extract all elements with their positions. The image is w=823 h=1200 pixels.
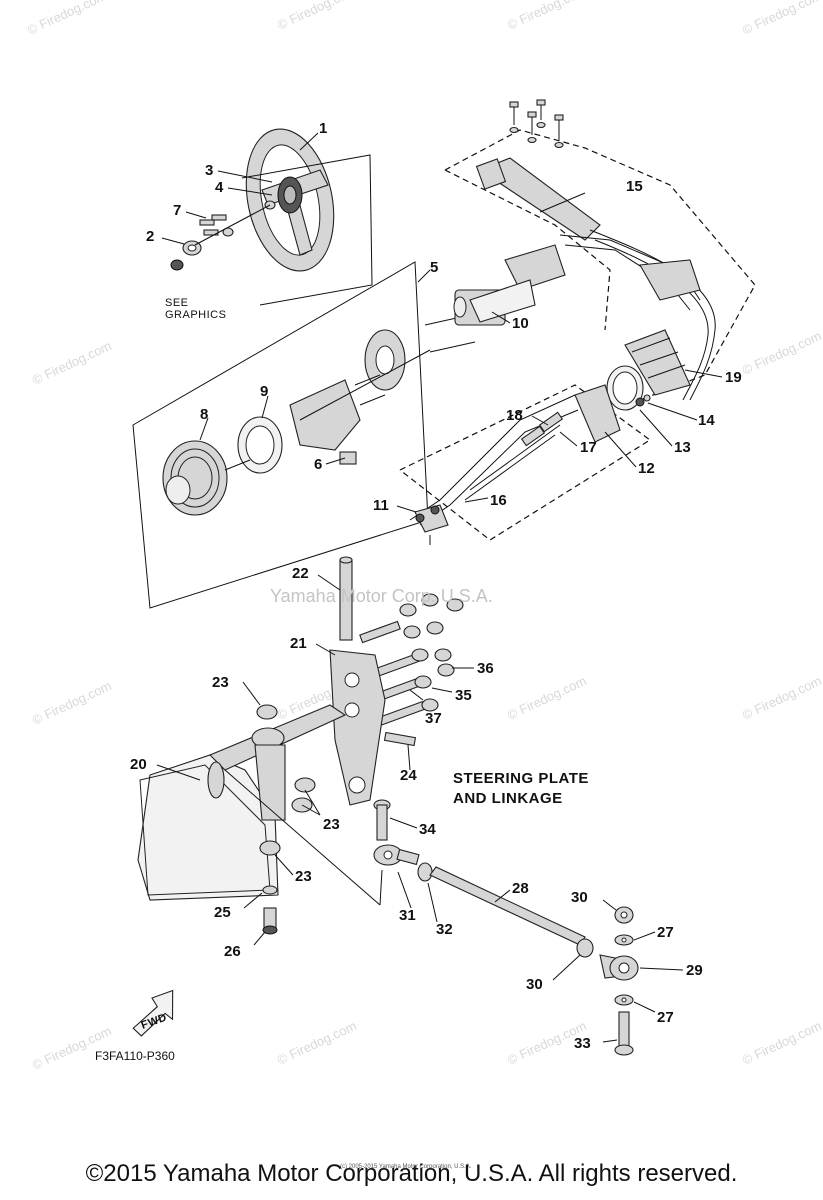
callout-23-a: 23 (212, 674, 229, 691)
watermark: © Firedog.com (30, 338, 114, 388)
cable-rod-end (414, 504, 449, 545)
callout-9: 9 (260, 383, 268, 400)
top-bolts (509, 99, 564, 149)
tiny-credit: (c) 2005-2015 Yamaha Motor Corporation, … (340, 1164, 472, 1170)
nut-30 (614, 906, 634, 924)
callout-30-a: 30 (571, 889, 588, 906)
callout-32: 32 (436, 921, 453, 938)
helm-housing (224, 329, 431, 471)
linkage-rod (429, 866, 594, 958)
callout-23-b: 23 (323, 816, 340, 833)
callout-36: 36 (477, 660, 494, 677)
watermark: © Firedog.com (275, 0, 359, 33)
callout-27-a: 27 (657, 924, 674, 941)
callout-10: 10 (512, 315, 529, 332)
control-box-dashed-outline-inner (444, 169, 611, 331)
callout-11: 11 (373, 497, 389, 514)
watermark: © Firedog.com (30, 1023, 114, 1073)
steering-plate (137, 704, 383, 906)
bolt-33 (614, 1011, 634, 1056)
steering-hub-hardware (170, 200, 276, 271)
section-title: STEERING PLATE (453, 770, 589, 787)
callout-34: 34 (419, 821, 436, 838)
control-unit (475, 157, 716, 401)
pin-24 (383, 731, 417, 747)
watermark: © Firedog.com (740, 1018, 823, 1068)
nuts-washers (399, 593, 464, 712)
callout-16: 16 (490, 492, 507, 509)
center-watermark: Yamaha Motor Corp. U.S.A. (270, 586, 493, 606)
watermark: © Firedog.com (740, 673, 823, 723)
helm-seal-ring (237, 416, 283, 474)
callout-labels: 1 2 3 4 5 6 7 8 9 10 11 12 13 14 15 16 1… (130, 120, 742, 1052)
boot (624, 259, 701, 396)
callout-19: 19 (725, 369, 742, 386)
callout-22: 22 (292, 565, 309, 582)
watermark: © Firedog.com (275, 1018, 359, 1068)
pivot-shaft (339, 556, 353, 641)
callout-6: 6 (314, 456, 322, 473)
steering-wheel (245, 128, 335, 272)
callout-20: 20 (130, 756, 147, 773)
callout-4: 4 (215, 179, 224, 196)
callout-27-b: 27 (657, 1009, 674, 1026)
steering-wheel-bracket-line (241, 154, 373, 306)
rod-end-29 (599, 954, 639, 981)
helm-pulley-drum (162, 440, 228, 516)
callout-35: 35 (455, 687, 472, 704)
callout-23-c: 23 (295, 868, 312, 885)
callout-28: 28 (512, 880, 529, 897)
watermark: © Firedog.com (25, 0, 109, 38)
callout-33: 33 (574, 1035, 591, 1052)
watermark: © Firedog.com (740, 328, 823, 378)
callout-26: 26 (224, 943, 241, 960)
callout-12: 12 (638, 460, 655, 477)
callout-5: 5 (430, 259, 438, 276)
linkage-bolt-34 (373, 799, 391, 841)
see-graphics-note: SEE (165, 297, 189, 309)
washers-27 (614, 934, 634, 1006)
callout-3: 3 (205, 162, 213, 179)
nut-32 (417, 862, 433, 882)
callout-7: 7 (173, 202, 181, 219)
copyright-notice: ©2015 Yamaha Motor Corporation, U.S.A. A… (85, 1160, 738, 1187)
rod-end-31 (373, 844, 420, 866)
callout-18: 18 (506, 407, 523, 424)
callout-30-b: 30 (526, 976, 543, 993)
watermark-group: © Firedog.com © Firedog.com © Firedog.co… (25, 0, 823, 1073)
helm-bracket (469, 244, 566, 323)
callout-13: 13 (674, 439, 691, 456)
steering-arm (329, 649, 386, 806)
watermark: © Firedog.com (505, 0, 589, 33)
watermark: © Firedog.com (740, 0, 823, 38)
cable-dashed-outline (399, 384, 652, 541)
callout-24: 24 (400, 767, 417, 784)
callout-8: 8 (200, 406, 208, 423)
callout-1: 1 (319, 120, 327, 137)
callout-15: 15 (626, 178, 643, 195)
callout-25: 25 (214, 904, 231, 921)
callout-37: 37 (425, 710, 442, 727)
callout-17: 17 (580, 439, 597, 456)
plate-nuts (256, 704, 316, 935)
callout-21: 21 (290, 635, 307, 652)
callout-29: 29 (686, 962, 703, 979)
hose-clamp (606, 365, 651, 411)
callout-2: 2 (146, 228, 154, 245)
callout-14: 14 (698, 412, 715, 429)
callout-31: 31 (399, 907, 416, 924)
fwd-label: FWD (140, 1012, 169, 1032)
figure-code: F3FA110-P360 (95, 1049, 175, 1063)
watermark: © Firedog.com (505, 673, 589, 723)
see-graphics-note-line2: GRAPHICS (165, 309, 226, 321)
watermark: © Firedog.com (30, 678, 114, 728)
leader-lines (156, 132, 723, 1043)
fwd-arrow-icon: FWD (132, 989, 174, 1037)
section-title-line2: AND LINKAGE (453, 790, 563, 807)
control-box-dashed-outline (444, 129, 756, 401)
